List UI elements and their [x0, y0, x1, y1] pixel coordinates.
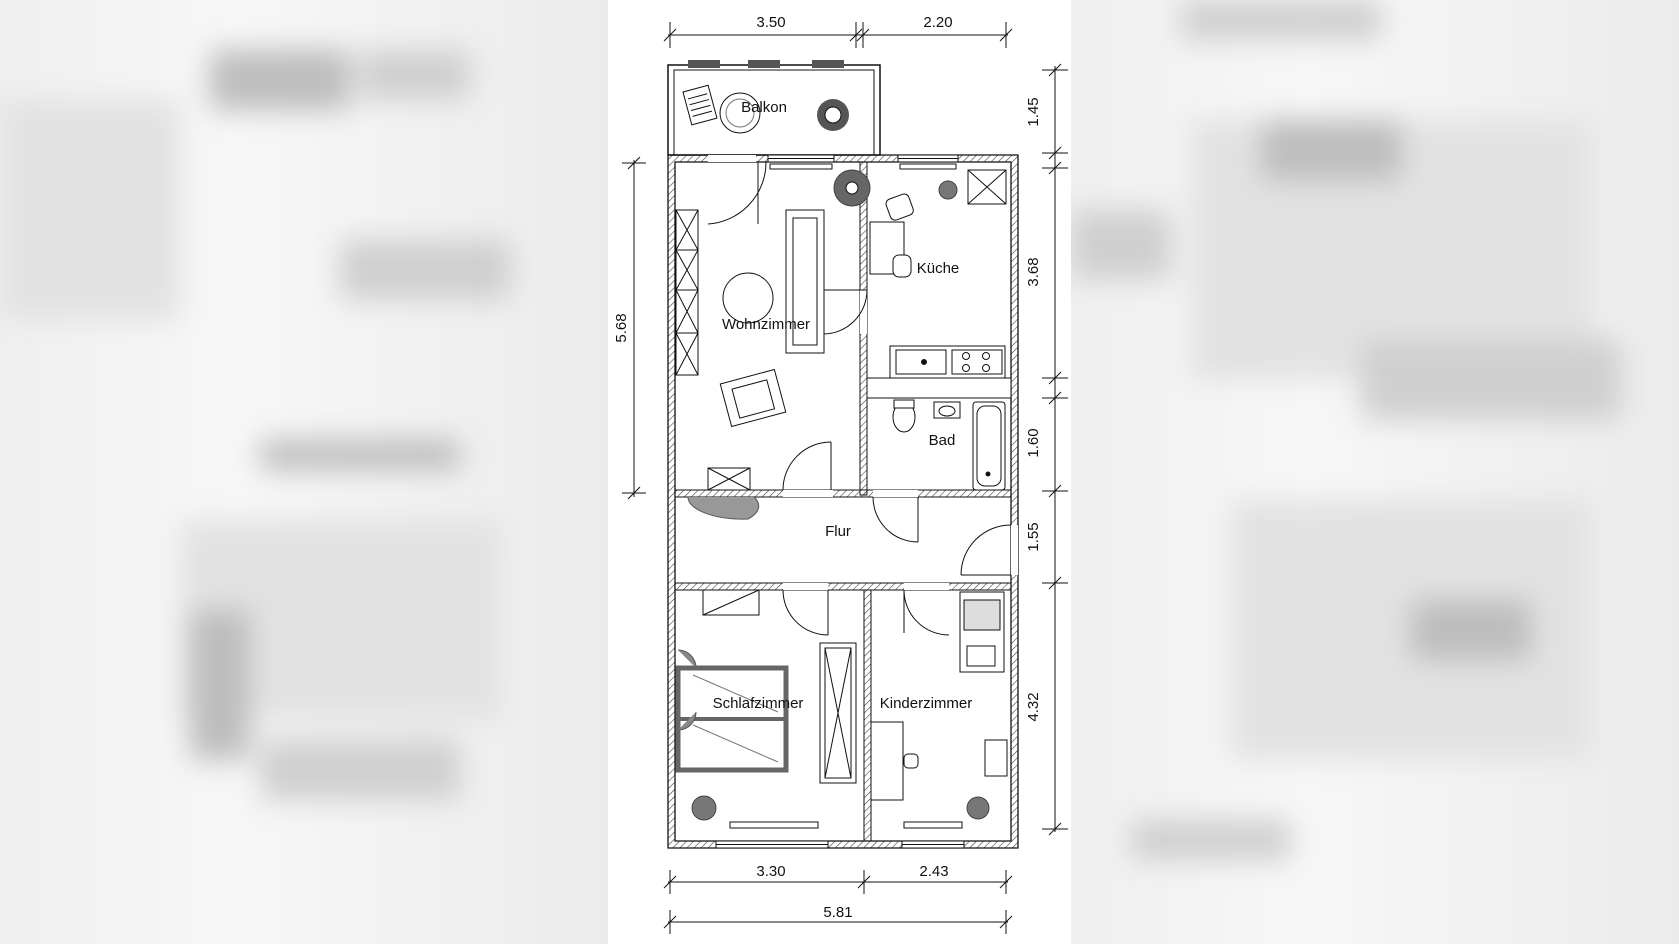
kitchen-plant-icon [938, 180, 958, 200]
room-label-flur: Flur [825, 523, 851, 540]
dimension-right-balkon: 1.45 [1025, 97, 1042, 126]
bedroom-furniture [675, 589, 857, 821]
kids-room-furniture [870, 591, 1008, 820]
dimension-right-bad: 1.60 [1025, 428, 1042, 457]
hallway-furniture [687, 496, 760, 520]
room-label-schlafzimmer: Schlafzimmer [713, 695, 804, 712]
room-label-balkon: Balkon [741, 99, 787, 116]
shelf-icon [984, 739, 1008, 777]
blurred-background-right [1071, 0, 1679, 944]
armchair-icon [719, 368, 787, 428]
dimension-bottom-total: 5.81 [823, 904, 852, 921]
living-room-furniture [675, 169, 871, 491]
doors [707, 161, 1012, 636]
dimension-bottom-left: 3.30 [756, 863, 785, 880]
room-label-kueche: Küche [917, 260, 960, 277]
dimension-right-kinderzimmer: 4.32 [1025, 692, 1042, 721]
dimension-bottom-right: 2.43 [919, 863, 948, 880]
floor-plan: 3.50 2.20 3.30 2.43 5.81 5.68 1.45 3.68 … [613, 14, 1068, 934]
dimension-right-flur: 1.55 [1025, 522, 1042, 551]
walls [667, 154, 1019, 849]
sink-icon [895, 349, 947, 375]
dimension-right-kueche: 3.68 [1025, 257, 1042, 286]
floor-plan-panel: 3.50 2.20 3.30 2.43 5.81 5.68 1.45 3.68 … [608, 0, 1071, 944]
blurred-background-left [0, 0, 608, 944]
bathroom-furniture [892, 399, 1006, 491]
room-label-wohnzimmer: Wohnzimmer [722, 316, 810, 333]
coffee-table-icon [722, 272, 774, 324]
kids-room-plant-icon [966, 796, 990, 820]
bedroom-plant-icon [691, 795, 717, 821]
room-label-kinderzimmer: Kinderzimmer [880, 695, 973, 712]
room-label-bad: Bad [929, 432, 956, 449]
desk-icon [870, 721, 904, 801]
chair-icon [885, 193, 914, 221]
dimension-top-right: 2.20 [923, 14, 952, 31]
dimension-top-left: 3.50 [756, 14, 785, 31]
chair-icon [903, 753, 919, 769]
chair-icon [892, 254, 912, 278]
dimension-left-height: 5.68 [613, 313, 630, 342]
windows [715, 154, 965, 849]
dimension-lines [622, 22, 1068, 934]
balcony [667, 60, 881, 156]
kitchen-furniture [869, 169, 1007, 379]
sun-lounger-icon [682, 84, 718, 126]
stove-icon [951, 349, 1003, 375]
